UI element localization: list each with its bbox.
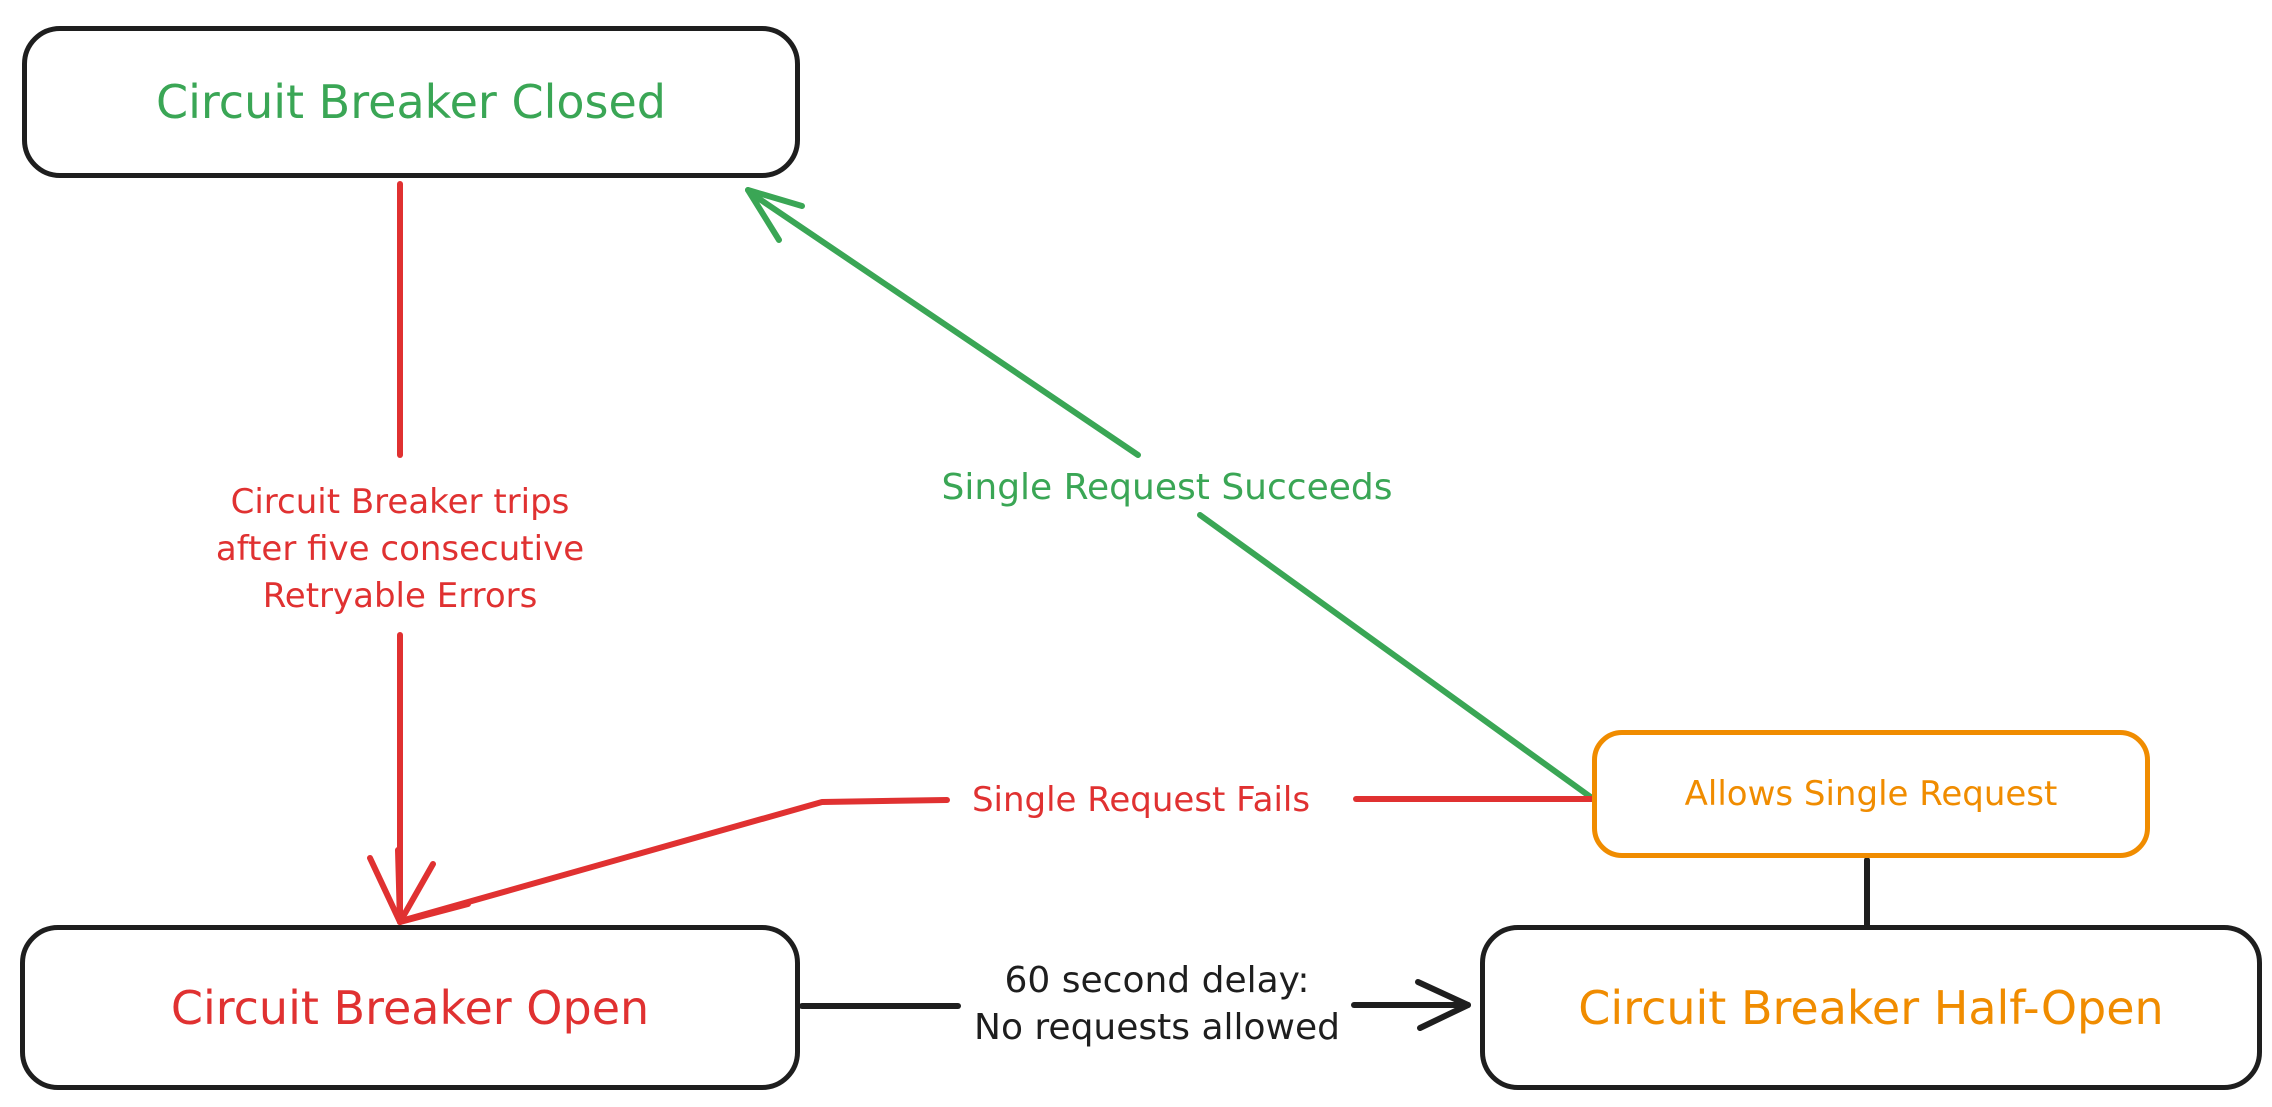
edge-label-succeeds: Single Request Succeeds [941,467,1393,508]
node-circuit-breaker-half-open: Circuit Breaker Half-Open [1480,925,2262,1090]
edge-succeeds-arrow [745,187,1595,801]
node-label-open: Circuit Breaker Open [170,980,650,1035]
edge-delay-arrow [799,979,1471,1031]
node-circuit-breaker-open: Circuit Breaker Open [20,925,800,1090]
edge-fails-line [405,796,1595,922]
edge-label-delay-line1: 60 second delay: [1004,960,1310,1001]
node-allows-single-request: Allows Single Request [1592,730,2150,858]
edge-label-trips-line1: Circuit Breaker trips [230,482,570,522]
node-label-closed: Circuit Breaker Closed [156,75,666,129]
node-circuit-breaker-closed: Circuit Breaker Closed [22,26,800,178]
edge-label-delay: 60 second delay: No requests allowed [974,957,1340,1051]
node-label-allows-single-request: Allows Single Request [1684,774,2058,814]
edge-label-delay-line2: No requests allowed [974,1007,1340,1048]
edge-label-trips-line2: after five consecutive [215,529,585,569]
edge-label-trips: Circuit Breaker trips after five consecu… [216,479,584,620]
edge-label-fails: Single Request Fails [971,780,1311,820]
edge-label-trips-line3: Retryable Errors [262,576,538,616]
node-label-half-open: Circuit Breaker Half-Open [1578,980,2164,1035]
